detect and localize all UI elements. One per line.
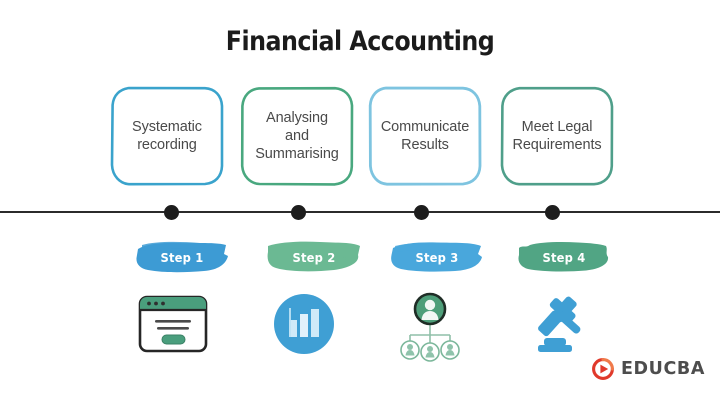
bar-chart-circle-icon bbox=[266, 288, 346, 364]
stage-box-2-label: Analysing and Summarising bbox=[255, 110, 339, 162]
step-banner-2-label: Step 2 bbox=[292, 249, 336, 265]
step-banner-1: Step 1 bbox=[134, 240, 230, 274]
stage-box-3-label: Communicate Results bbox=[380, 119, 470, 153]
stage-box-4-label: Meet Legal Requirements bbox=[512, 119, 602, 153]
timeline bbox=[0, 204, 720, 224]
step-banner-4: Step 4 bbox=[516, 240, 612, 274]
step-banner-2-shape bbox=[267, 241, 360, 272]
timeline-line bbox=[0, 211, 720, 214]
step-banner-1-label: Step 1 bbox=[160, 249, 204, 265]
timeline-dot-1 bbox=[164, 205, 179, 220]
step-banner-2: Step 2 bbox=[266, 240, 362, 274]
gavel-icon bbox=[518, 288, 598, 364]
timeline-dot-2 bbox=[291, 205, 306, 220]
step-banner-3: Step 3 bbox=[389, 240, 485, 274]
timeline-dot-4 bbox=[545, 205, 560, 220]
stage-box-2: Analysing and Summarising bbox=[240, 86, 354, 186]
educba-logo-text: EDUCBA bbox=[621, 359, 706, 379]
browser-window-icon bbox=[133, 288, 213, 364]
step-banner-3-shape bbox=[391, 242, 482, 272]
educba-logo[interactable]: EDUCBA bbox=[592, 358, 705, 380]
stage-box-1-label: Systematic recording bbox=[132, 119, 202, 153]
stage-box-1: Systematic recording bbox=[110, 86, 224, 186]
step-banner-4-label: Step 4 bbox=[542, 249, 586, 265]
step-banner-3-label: Step 3 bbox=[415, 249, 459, 265]
play-circle-icon bbox=[592, 358, 614, 380]
step-banner-4-shape bbox=[518, 242, 609, 272]
stage-box-3: Communicate Results bbox=[368, 86, 482, 186]
stage-box-4: Meet Legal Requirements bbox=[500, 86, 614, 186]
step-banner-1-shape bbox=[136, 241, 228, 273]
page-title: Financial Accounting bbox=[225, 26, 495, 57]
org-chart-people-icon bbox=[392, 288, 472, 364]
timeline-dot-3 bbox=[414, 205, 429, 220]
